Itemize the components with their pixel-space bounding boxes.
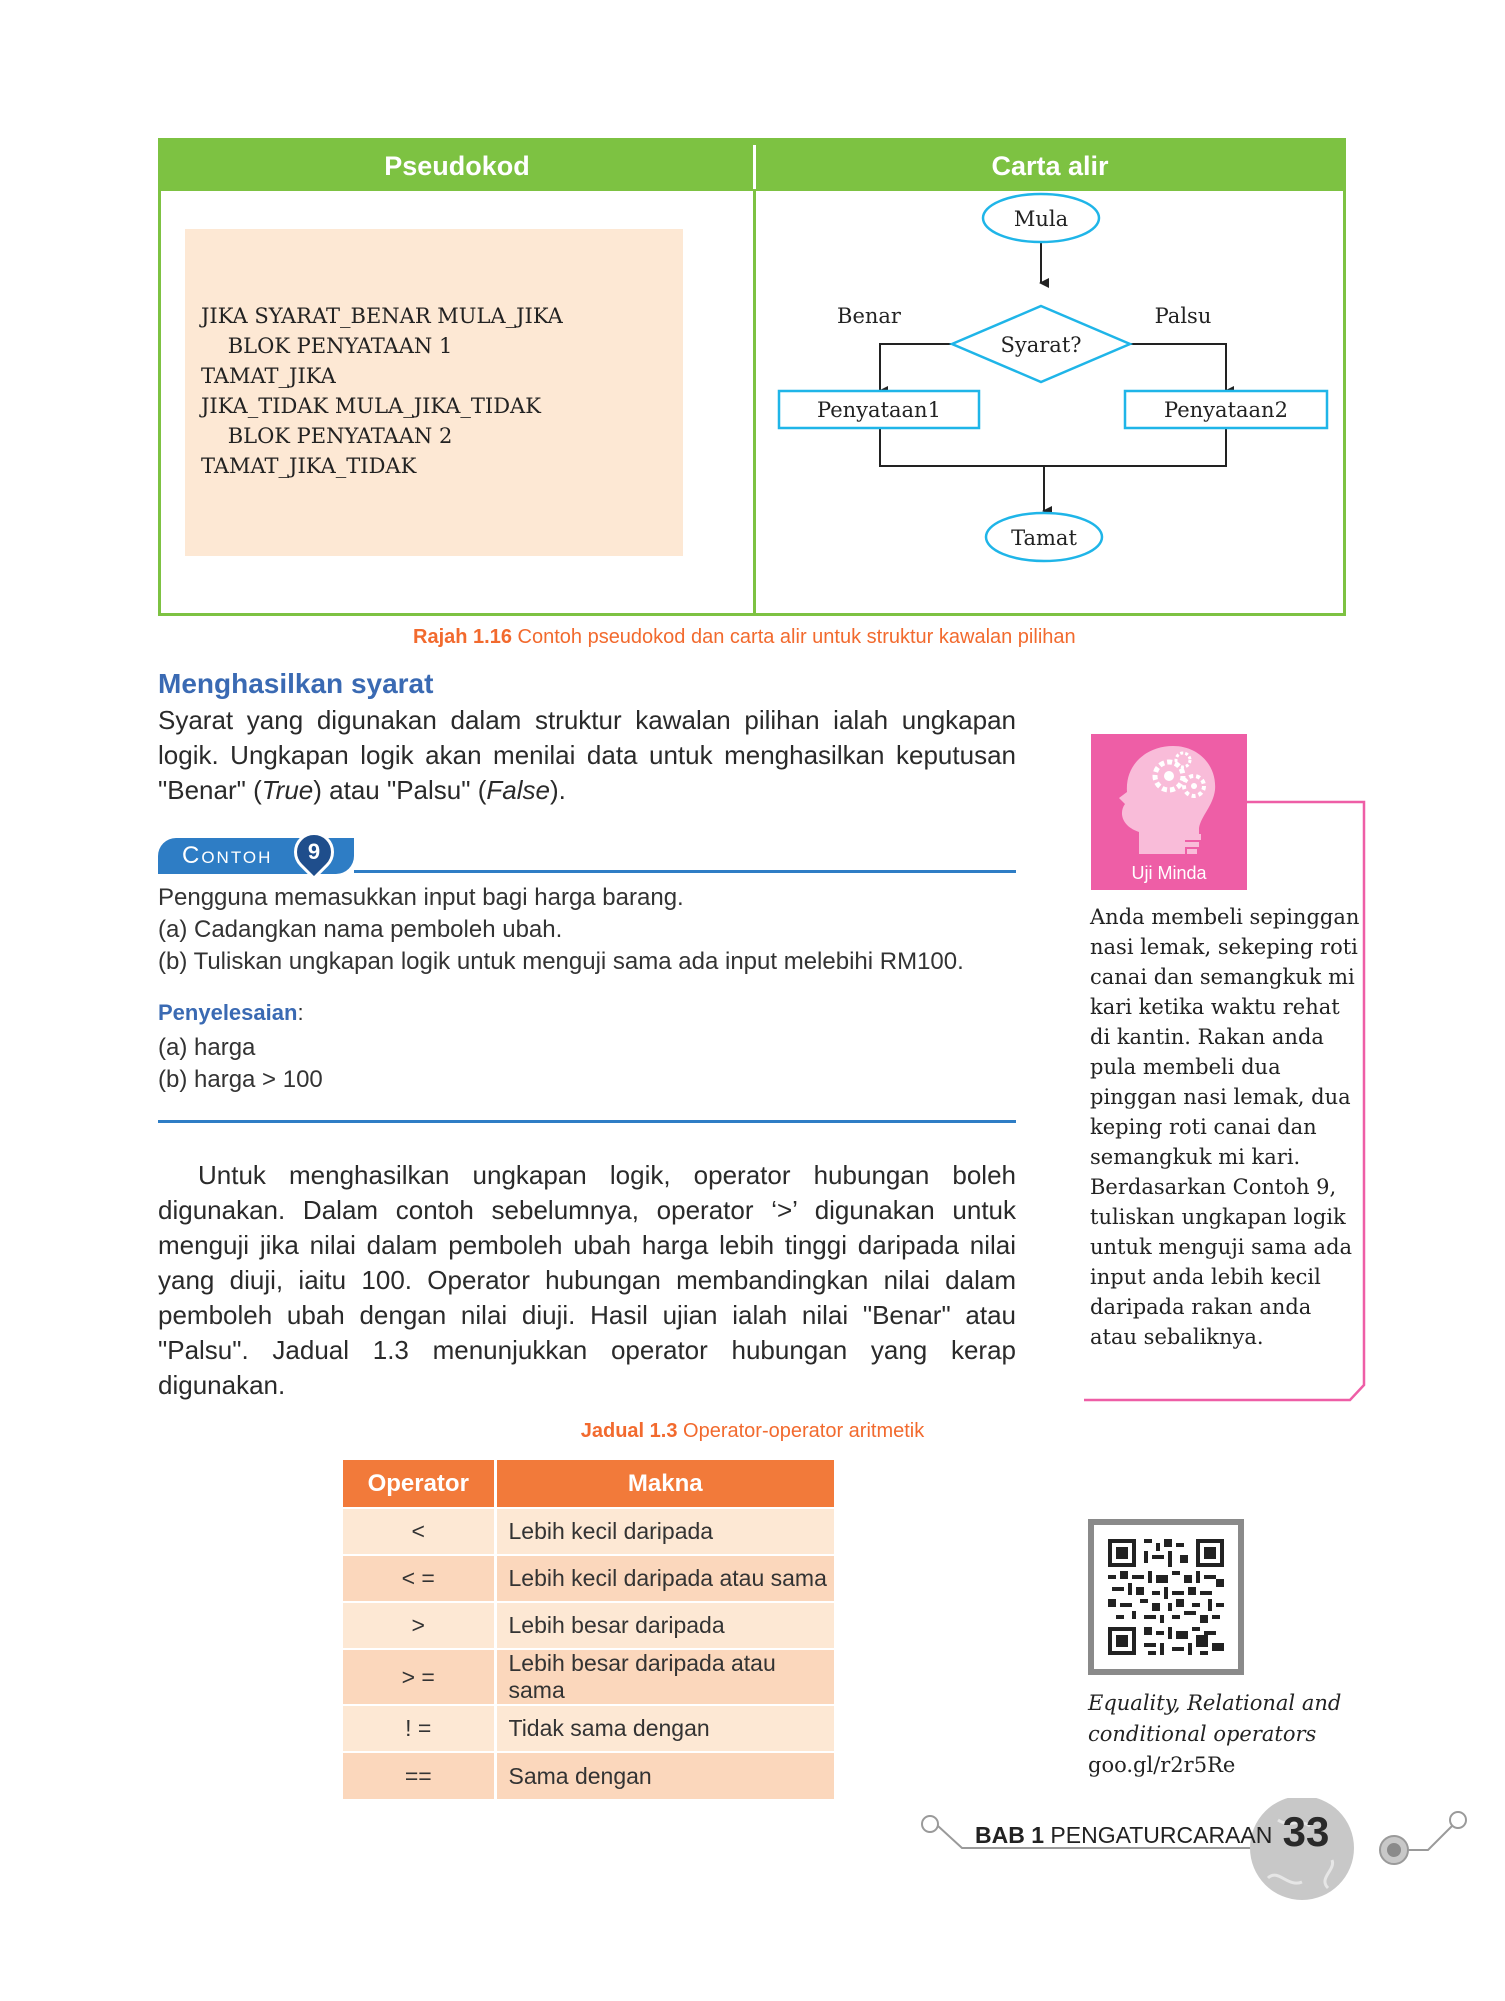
- contoh-question-b: (b) Tuliskan ungkapan logik untuk menguj…: [158, 948, 964, 975]
- answer-a: (a) harga: [158, 1034, 256, 1061]
- merge-line: [879, 428, 1227, 467]
- section-title: Menghasilkan syarat: [158, 668, 434, 699]
- header-carta-alir: Carta alir: [991, 151, 1109, 181]
- table-header-row: Operator Makna: [343, 1460, 834, 1508]
- arrow-false-branch: [1130, 343, 1234, 396]
- meaning-cell: Lebih besar daripada: [493, 1601, 834, 1649]
- footer-chapter-number: BAB 1: [975, 1822, 1045, 1848]
- operator-table: Operator Makna < Lebih kecil daripada < …: [343, 1460, 834, 1799]
- meaning-cell: Sama dengan: [493, 1751, 834, 1799]
- decision-diamond: [948, 304, 1134, 384]
- uji-minda-badge: Uji Minda: [1091, 734, 1247, 890]
- operator-cell: ! =: [343, 1704, 495, 1752]
- solution-title-text: Penyelesaian: [158, 1000, 298, 1025]
- statement2-box: [1123, 389, 1329, 430]
- decision-label: Syarat?: [1000, 333, 1081, 357]
- intro-text-a: Syarat yang digunakan dalam struktur kaw…: [158, 705, 1016, 805]
- false-label: Palsu: [1155, 304, 1212, 328]
- figure-header: Pseudokod Carta alir: [161, 141, 1343, 191]
- body-paragraph: Untuk menghasilkan ungkapan logik, opera…: [158, 1160, 1016, 1400]
- contoh-number-pin: 9: [285, 823, 343, 881]
- column-divider: [753, 191, 756, 616]
- operator-cell: >: [343, 1601, 495, 1649]
- operator-cell: > =: [343, 1648, 495, 1705]
- contoh-bottom-rule: [158, 1120, 1016, 1123]
- solution-title: Penyelesaian:: [158, 1000, 304, 1026]
- intro-text-c: ).: [549, 775, 566, 805]
- contoh-question-a: (a) Cadangkan nama pemboleh ubah.: [158, 916, 563, 943]
- end-terminal: [984, 511, 1104, 563]
- qr-code-icon: [1108, 1539, 1224, 1655]
- pseudocode-box: JIKA SYARAT_BENAR MULA_JIKA BLOK PENYATA…: [185, 229, 683, 556]
- header-operator: Operator: [343, 1460, 495, 1508]
- footer-circuit-decoration: [921, 1798, 1467, 1900]
- table-row: < Lebih kecil daripada: [343, 1507, 834, 1555]
- statement1-box: [777, 389, 981, 430]
- end-label: Tamat: [1011, 526, 1077, 550]
- table-row: == Sama dengan: [343, 1751, 834, 1799]
- qr-code[interactable]: [1088, 1519, 1244, 1675]
- start-label: Mula: [1014, 207, 1068, 231]
- figure-caption-number: Rajah 1.16: [413, 626, 512, 648]
- meaning-cell: Tidak sama dengan: [493, 1704, 834, 1752]
- qr-url[interactable]: goo.gl/r2r5Re: [1088, 1753, 1236, 1777]
- intro-true: True: [261, 775, 314, 805]
- meaning-cell: Lebih kecil daripada atau sama: [493, 1554, 834, 1602]
- uji-minda-text: Anda membeli sepinggan nasi lemak, sekep…: [1090, 905, 1360, 1349]
- qr-caption-line1-text: Equality, Relational and: [1088, 1691, 1342, 1715]
- qr-caption-line2-text: conditional operators: [1088, 1722, 1317, 1746]
- contoh-badge: Contoh 9: [158, 823, 354, 881]
- contoh-number: 9: [307, 839, 321, 864]
- figure-table: Pseudokod Carta alir JIKA SYARAT_BENAR M…: [158, 138, 1346, 616]
- operator-cell: <: [343, 1507, 495, 1555]
- start-terminal: [981, 192, 1101, 244]
- meaning-cell: Lebih kecil daripada: [493, 1507, 834, 1555]
- header-makna: Makna: [493, 1460, 834, 1508]
- table-caption-text: Operator-operator aritmetik: [683, 1420, 925, 1442]
- operator-cell: ==: [343, 1751, 495, 1799]
- intro-text-b: ) atau "Palsu" (: [313, 775, 487, 805]
- sidebar-frame: [1084, 800, 1366, 1402]
- footer-chapter: BAB 1 PENGATURCARAAN: [975, 1822, 1272, 1849]
- true-label: Benar: [837, 304, 902, 328]
- answer-b: (b) harga > 100: [158, 1066, 323, 1093]
- table-caption: Jadual 1.3 Operator-operator aritmetik: [0, 1420, 1505, 1443]
- statement2-label: Penyataan2: [1164, 398, 1288, 422]
- table-caption-number: Jadual 1.3: [580, 1420, 678, 1442]
- operator-cell: < =: [343, 1554, 495, 1602]
- page-number: 33: [1282, 1808, 1330, 1855]
- figure-caption-text: Contoh pseudokod dan carta alir untuk st…: [517, 626, 1076, 648]
- figure-caption: Rajah 1.16 Contoh pseudokod dan carta al…: [413, 626, 1076, 649]
- qr-caption-line1: Equality, Relational and: [1088, 1688, 1341, 1719]
- footer-chapter-title: PENGATURCARAAN: [1050, 1822, 1273, 1848]
- solution-colon: :: [297, 1000, 304, 1025]
- table-row: > = Lebih besar daripada atau sama: [343, 1648, 834, 1705]
- table-row: > Lebih besar daripada: [343, 1601, 834, 1649]
- contoh-label: Contoh: [182, 842, 273, 869]
- contoh-top-rule: [354, 870, 1016, 873]
- pseudocode-text: JIKA SYARAT_BENAR MULA_JIKA BLOK PENYATA…: [201, 304, 563, 478]
- header-pseudokod: Pseudokod: [384, 151, 530, 181]
- qr-caption-line2: conditional operators: [1088, 1719, 1341, 1750]
- qr-caption: Equality, Relational and conditional ope…: [1088, 1688, 1341, 1781]
- intro-false: False: [486, 775, 550, 805]
- uji-minda-label: Uji Minda: [1131, 863, 1207, 883]
- flowchart: Mula Syarat? Benar Palsu Penyataan1 Peny…: [777, 192, 1329, 563]
- arrow-true-branch: [878, 343, 952, 396]
- head-gears-icon: [1119, 746, 1216, 854]
- contoh-question: Pengguna memasukkan input bagi harga bar…: [158, 884, 684, 911]
- table-row: ! = Tidak sama dengan: [343, 1704, 834, 1752]
- intro-paragraph: Syarat yang digunakan dalam struktur kaw…: [158, 703, 1016, 808]
- meaning-cell: Lebih besar daripada atau sama: [493, 1648, 834, 1705]
- statement1-label: Penyataan1: [817, 398, 941, 422]
- header-divider: [753, 145, 756, 189]
- table-row: < = Lebih kecil daripada atau sama: [343, 1554, 834, 1602]
